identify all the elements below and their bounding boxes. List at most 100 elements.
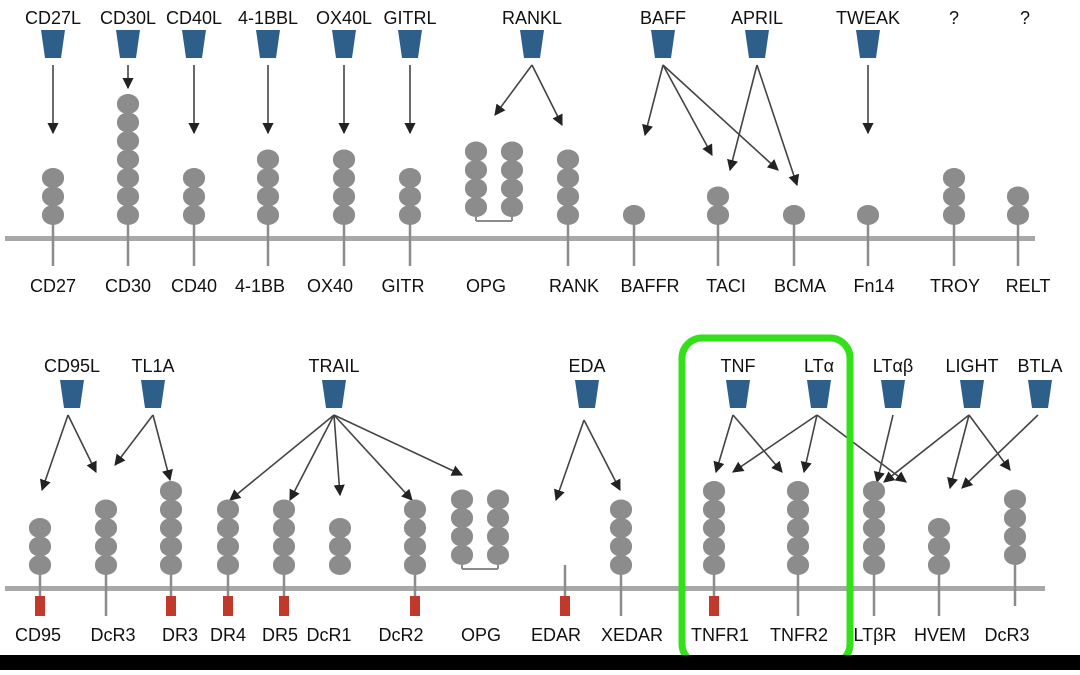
membrane-bottom: [5, 586, 1045, 591]
ligand-eda-3: [575, 380, 599, 408]
ligand-label-gitrl-5: GITRL: [383, 8, 436, 28]
receptor-baffr: [623, 205, 645, 266]
receptor-ltbr: [863, 481, 885, 616]
receptor-label-cd27-0: CD27: [30, 276, 76, 296]
arrow-trail-dcr2: [333, 414, 413, 501]
arrow-april-taci: [727, 64, 758, 172]
receptor-ox40: [333, 149, 355, 266]
receptor-label-bcma-10: BCMA: [774, 276, 826, 296]
receptor-opg-bottom: [451, 489, 509, 570]
arrow-cd95l-cd95: [40, 414, 69, 492]
receptor-dr4: [217, 499, 239, 616]
receptor-cd30: [117, 94, 139, 266]
arrow-trail-dr5: [289, 414, 335, 501]
receptor-dcr3-right: [1004, 489, 1026, 606]
receptor-label-dr5-4: DR5: [262, 625, 298, 645]
arrow-tnf-tnfr1: [713, 414, 734, 474]
receptor-cd40: [183, 168, 205, 266]
ligand-btla-8: [1028, 380, 1052, 408]
ligand-label-lt-6: LTαβ: [873, 356, 913, 376]
receptor-relt: [1007, 186, 1029, 266]
receptor-label-xedar-9: XEDAR: [601, 625, 663, 645]
ligand-tnf-4: [726, 380, 750, 408]
receptor-opg-top: [465, 141, 523, 222]
receptor-fn14: [857, 205, 879, 266]
arrow-ltab-ltbr: [873, 414, 894, 484]
receptor-label-dcr2-6: DcR2: [378, 625, 423, 645]
receptor-taci: [707, 186, 729, 266]
receptor-label-tnfr1-10: TNFR1: [691, 625, 749, 645]
receptor-bcma: [783, 205, 805, 266]
ligand-lt-6: [881, 380, 905, 408]
receptor-dcr3-left: [95, 499, 117, 616]
ligand-trail-2: [322, 380, 346, 408]
ligand-cd27l-0: [41, 30, 65, 58]
receptor-label-ox40-4: OX40: [307, 276, 353, 296]
arrow-baff-taci: [662, 64, 713, 156]
ligand-label-eda-3: EDA: [568, 356, 605, 376]
receptor-rank: [557, 149, 579, 266]
arrow-rankl-opg: [494, 64, 533, 116]
arrow-light-ltbr: [883, 414, 970, 483]
receptor-label-fn14-11: Fn14: [853, 276, 894, 296]
ligand-label-cd27l-0: CD27L: [25, 8, 81, 28]
ligand-tweak-9: [856, 30, 880, 58]
receptor-label-dcr1-5: DcR1: [306, 625, 351, 645]
receptor-label-lt-r-12: LTβR: [853, 625, 896, 645]
arrow-lta-hvem: [816, 414, 907, 483]
receptor-cd27: [42, 168, 64, 266]
arrow-baff-baffr: [642, 64, 664, 137]
receptor-dr5: [273, 499, 295, 616]
receptor-label-cd30-1: CD30: [105, 276, 151, 296]
receptor-label-opg-7: OPG: [461, 625, 501, 645]
arrow-trail-opg: [333, 414, 464, 476]
ligand-light-7: [960, 380, 984, 408]
ligand-4-1bbl-3: [256, 30, 280, 58]
receptor-label-dr3-2: DR3: [162, 625, 198, 645]
ligand-april-8: [745, 30, 769, 58]
ligand-label-unknown-10: ?: [949, 8, 959, 28]
arrow-lta-tnfr2: [800, 414, 818, 474]
receptor-troy: [943, 168, 965, 266]
receptor-label-taci-9: TACI: [706, 276, 746, 296]
ligand-cd40l-2: [182, 30, 206, 58]
ligand-label-tnf-4: TNF: [721, 356, 756, 376]
arrow-light-dcr3: [968, 414, 1011, 471]
arrow-tnf-tnfr2: [732, 414, 783, 473]
receptor-label-tnfr2-11: TNFR2: [770, 625, 828, 645]
ligand-label-lt-5: LTα: [804, 356, 834, 376]
receptor-label-baffr-8: BAFFR: [620, 276, 679, 296]
receptor-label-troy-12: TROY: [930, 276, 980, 296]
ligand-label-baff-7: BAFF: [640, 8, 686, 28]
binding-arrows: [40, 64, 1039, 502]
receptor-dcr2: [404, 499, 426, 616]
receptor-tnfr2: [787, 481, 809, 616]
arrow-tl1a-dr3: [152, 414, 173, 482]
receptor-xedar: [610, 499, 632, 616]
receptor-41bb: [257, 149, 279, 266]
arrow-tl1a-dcr3: [114, 414, 154, 466]
arrow-eda-xedar: [583, 419, 621, 491]
receptor-label-cd40-2: CD40: [171, 276, 217, 296]
receptor-cd95: [29, 518, 51, 616]
receptor-label-cd95-0: CD95: [15, 625, 61, 645]
receptor-shapes: [29, 94, 1029, 616]
ligand-rankl-6: [520, 30, 544, 58]
ligand-gitrl-5: [398, 30, 422, 58]
ligand-tl1a-1: [141, 380, 165, 408]
ligand-label-tl1a-1: TL1A: [131, 356, 174, 376]
ligand-label-april-8: APRIL: [731, 8, 783, 28]
ligand-label-4-1bbl-3: 4-1BBL: [238, 8, 298, 28]
ligand-label-btla-8: BTLA: [1017, 356, 1062, 376]
arrow-baff-bcma: [662, 64, 779, 171]
receptor-tnfr1: [703, 481, 725, 616]
ligand-label-rankl-6: RANKL: [502, 8, 562, 28]
arrow-eda-edar: [554, 419, 585, 502]
receptor-label-opg-6: OPG: [466, 276, 506, 296]
ligand-ox40l-4: [332, 30, 356, 58]
ligand-baff-7: [651, 30, 675, 58]
receptor-label-relt-13: RELT: [1006, 276, 1051, 296]
